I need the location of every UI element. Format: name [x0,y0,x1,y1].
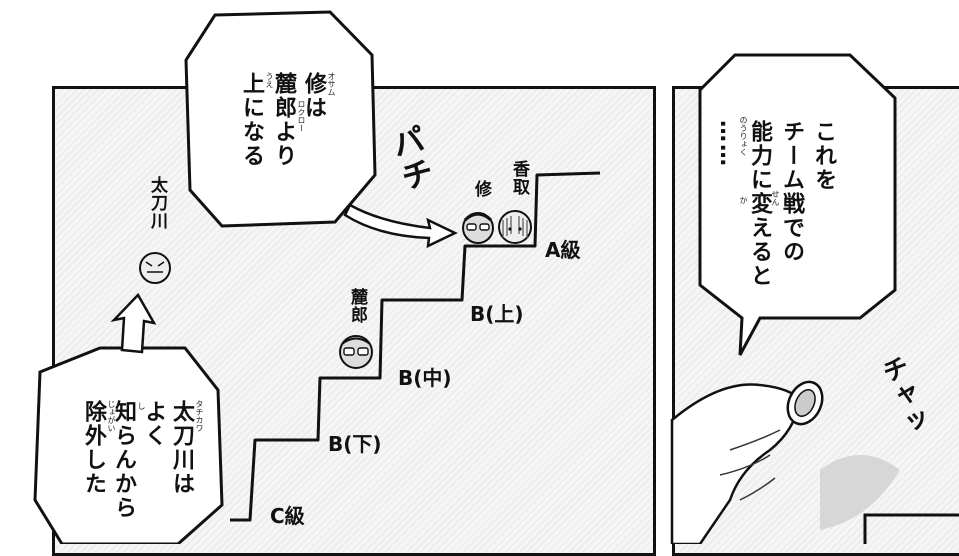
rokuro-face-icon [339,335,373,369]
kaori-face-icon [498,210,532,244]
shadow [820,455,900,530]
ruby-ue: うえ [265,72,274,88]
name-osamu: 修 [471,180,491,198]
rank-b-lower: B(下) [328,432,382,456]
arrow-to-osamu [343,203,458,249]
bubble-right-line-3: 能力に変えると [747,120,772,288]
bubble-top-line-3: 上になる [239,72,264,168]
tachikawa-face-icon [139,252,171,284]
bubble-bottom-line-2: よく [141,400,166,448]
ruby-sen: せん [771,190,780,206]
speech-bubble-right [698,53,897,356]
artwork [33,10,959,544]
bubble-right-line-2: チーム戦での [779,120,804,264]
ruby-rokuro: ロクロー [297,100,306,132]
hand-holding-chip-icon [670,380,824,544]
ruby-nouryoku: のうりょく [739,116,748,156]
ruby-jogai: じょがい [107,400,116,432]
name-kaori: 香取 [509,160,529,196]
speech-bubble-top [184,10,377,228]
rank-a: A級 [545,238,581,262]
ruby-osamu: オサム [327,72,336,96]
ruby-ka: か [739,196,748,204]
rank-b-upper: B(上) [470,302,524,326]
name-tachikawa: 太刀川 [147,176,167,230]
ruby-shi: し [137,402,146,410]
bubble-right-line-1: これを [811,120,836,192]
osamu-face-icon [462,212,494,244]
arrow-to-tachikawa [110,292,157,354]
rank-c: C級 [270,504,305,528]
ruby-tachikawa: タチカワ [195,400,204,432]
bubble-top-line-2: 麓郎より [271,72,296,168]
rank-b-mid: B(中) [398,366,452,390]
bubble-top-line-1: 修は [301,72,326,120]
bubble-bottom-line-4: 除外した [81,400,106,496]
rank-staircase [230,171,601,522]
bubble-bottom-line-3: 知らんから [111,400,136,520]
bubble-right-line-4: …… [715,120,740,168]
bubble-bottom-line-1: 太刀川は [169,400,194,496]
name-rokuro: 麓郎 [347,288,367,324]
